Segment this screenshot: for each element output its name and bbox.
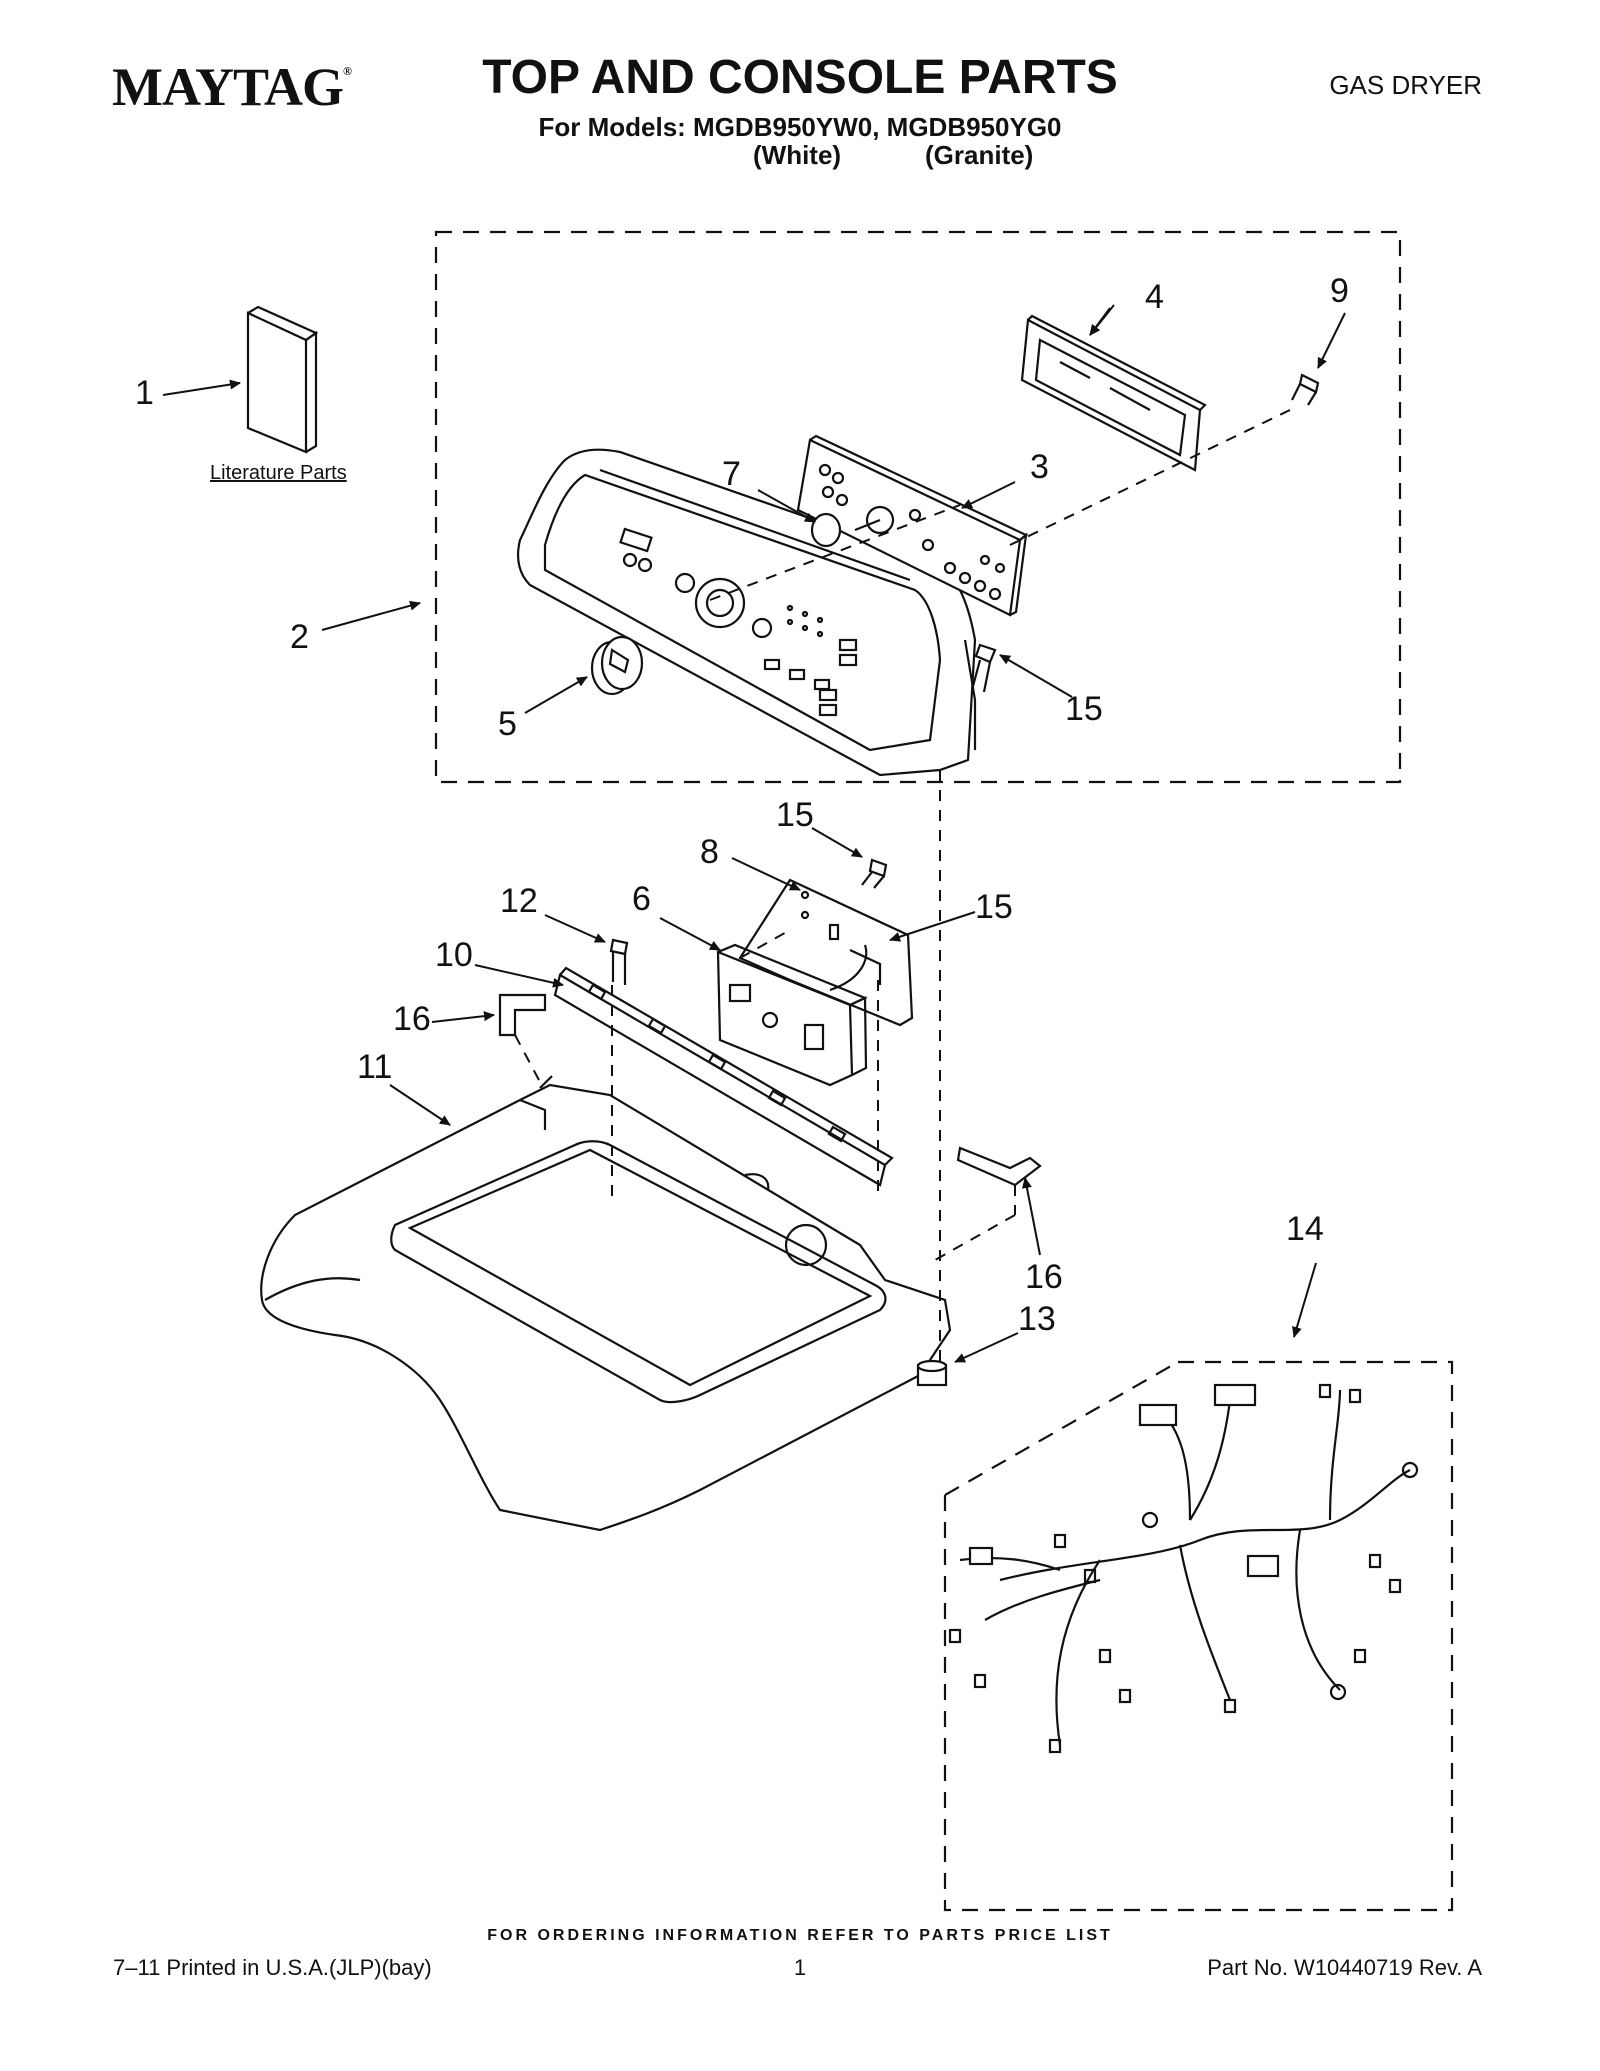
- callout-10: 10: [435, 936, 473, 974]
- callout-1: 1: [135, 374, 154, 412]
- callout-16-right: 16: [1025, 1258, 1063, 1296]
- product-type: GAS DRYER: [1329, 70, 1482, 100]
- callout-5: 5: [498, 705, 517, 743]
- callout-15-console: 15: [1065, 690, 1103, 728]
- screw-15-mid: [861, 858, 888, 889]
- callout-12: 12: [500, 882, 538, 920]
- callout-14: 14: [1286, 1210, 1324, 1248]
- electronic-control: [716, 943, 868, 1087]
- variant-white: (White): [753, 140, 842, 170]
- callout-4: 4: [1145, 278, 1164, 316]
- knob-ring: [810, 512, 842, 548]
- callout-15-right: 15: [975, 888, 1013, 926]
- brand-logo: MAYTAG®: [112, 56, 352, 118]
- ordering-note: FOR ORDERING INFORMATION REFER TO PARTS …: [487, 1927, 1113, 1944]
- callout-16-left: 16: [393, 1000, 431, 1038]
- variant-granite: (Granite): [925, 140, 1034, 170]
- callout-6: 6: [632, 880, 651, 918]
- callout-15-mid: 15: [776, 796, 814, 834]
- callout-8: 8: [700, 833, 719, 871]
- models-line: For Models: MGDB950YW0, MGDB950YG0: [538, 112, 1062, 142]
- callout-7: 7: [722, 455, 741, 493]
- wire-harness: [948, 1383, 1419, 1754]
- wire-harness-group-box: [943, 1360, 1454, 1912]
- user-interface-board: [796, 434, 1029, 617]
- literature-booklet: [246, 305, 319, 454]
- registered-mark: ®: [343, 64, 352, 78]
- callout-9: 9: [1330, 272, 1349, 310]
- callout-3: 3: [1030, 448, 1049, 486]
- brand-name: MAYTAG: [112, 57, 344, 117]
- screw-15-console: [970, 643, 997, 693]
- screw-12: [609, 938, 629, 985]
- literature-parts-label: Literature Parts: [210, 462, 347, 484]
- callout-13: 13: [1018, 1300, 1056, 1338]
- part-number: Part No. W10440719 Rev. A: [1207, 1955, 1482, 1980]
- page-title: TOP AND CONSOLE PARTS: [482, 51, 1118, 104]
- top-panel: [260, 1075, 952, 1532]
- glide-foot: [916, 1359, 948, 1387]
- knob: [590, 635, 644, 696]
- pad-16-right: [956, 1146, 1042, 1187]
- console-rail: [553, 966, 894, 1187]
- pad-16-left: [498, 993, 547, 1037]
- print-info: 7–11 Printed in U.S.A.(JLP)(bay): [113, 1955, 432, 1980]
- callout-11: 11: [357, 1048, 392, 1086]
- page-number: 1: [793, 1955, 807, 1980]
- callout-2: 2: [290, 618, 309, 656]
- screw-9: [1291, 373, 1320, 406]
- console-bracket: [1020, 314, 1207, 472]
